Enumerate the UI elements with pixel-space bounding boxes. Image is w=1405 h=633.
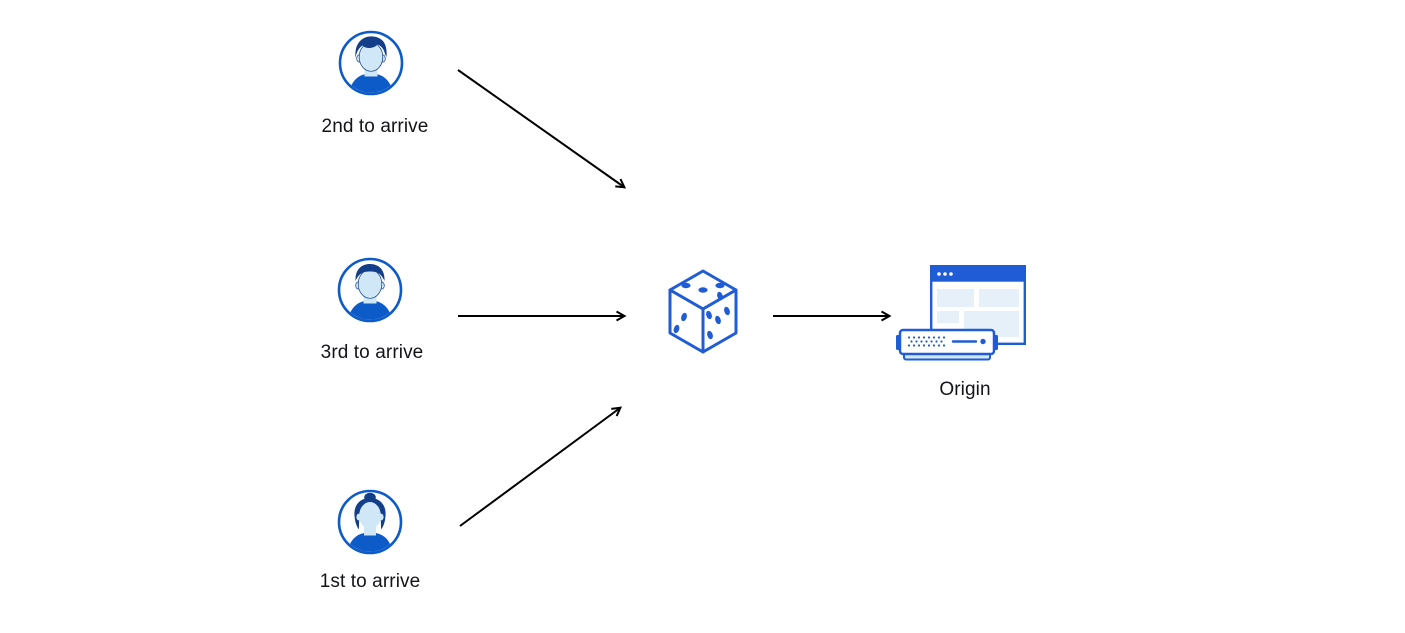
server-led-dot xyxy=(980,338,986,345)
avatar-man-icon xyxy=(337,257,403,323)
node-label: 1st to arrive xyxy=(319,571,421,592)
server-vent-dots xyxy=(907,336,946,347)
dice-icon xyxy=(668,269,738,354)
arrow-visitor2-to-dice xyxy=(457,69,624,187)
arrow-visitor1-to-dice xyxy=(459,408,620,527)
avatar-woman-icon xyxy=(337,489,403,555)
avatar-man-icon xyxy=(338,30,404,96)
node-label: Origin xyxy=(939,379,991,400)
node-label: 3rd to arrive xyxy=(320,342,424,363)
node-label: 2nd to arrive xyxy=(321,116,429,137)
server-icon xyxy=(896,328,998,361)
